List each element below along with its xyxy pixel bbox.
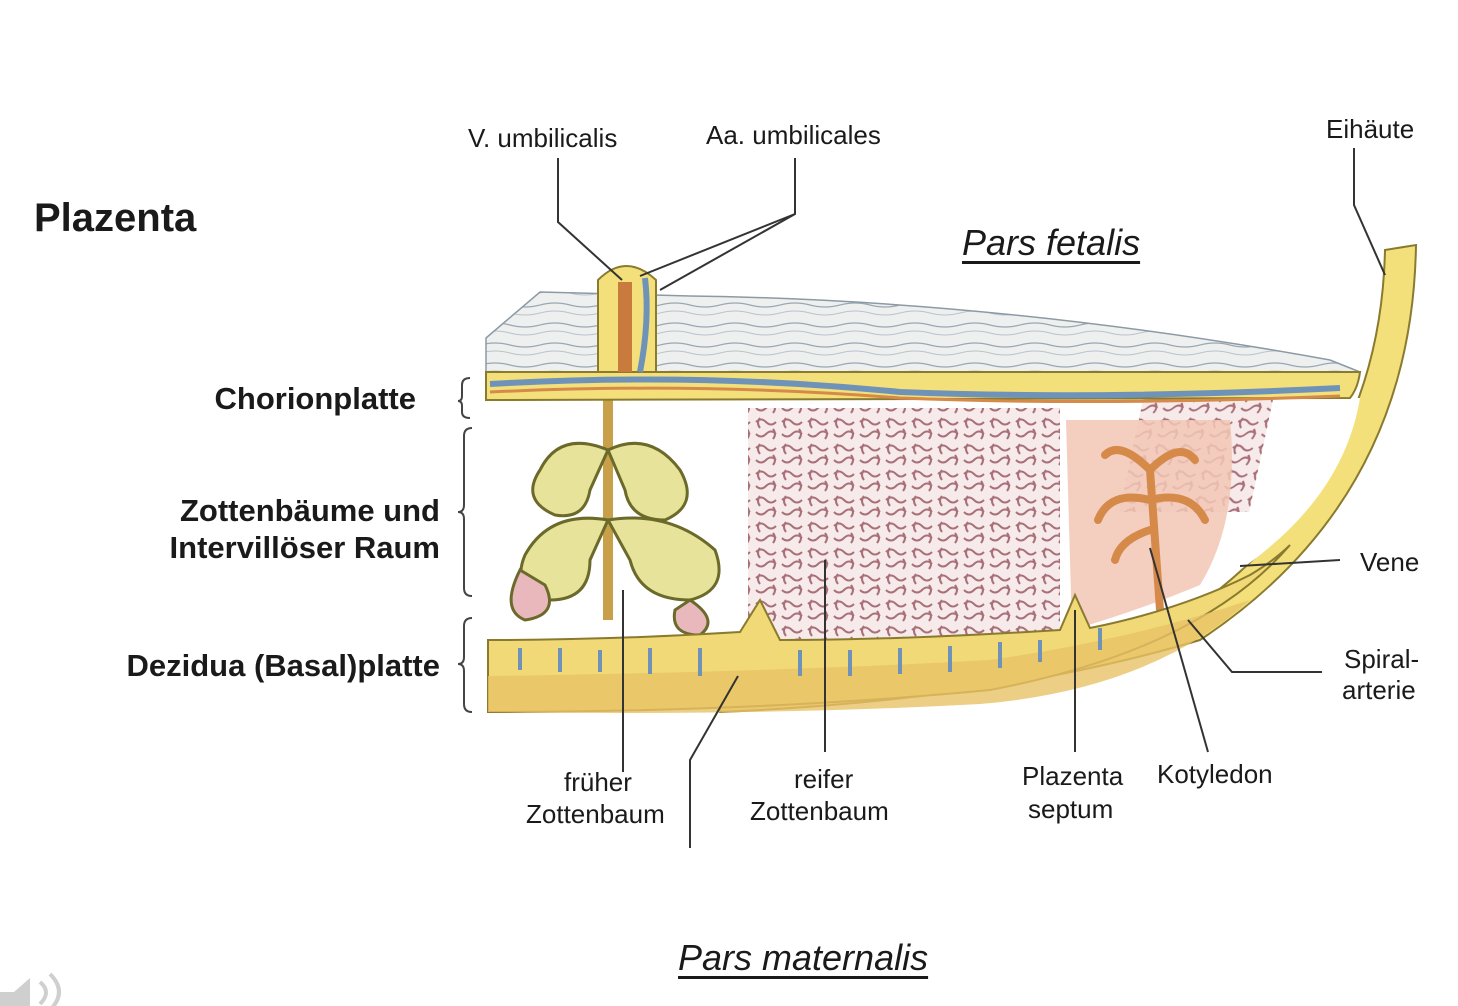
early-tree-label-line2: Zottenbaum	[526, 799, 665, 829]
mature-tree-label-line1: reifer	[794, 764, 854, 794]
early-tree-label-line1: früher	[564, 767, 632, 797]
vene-label: Vene	[1360, 547, 1420, 577]
vein-label: V. umbilicalis	[468, 123, 618, 153]
region-maternal-label: Pars maternalis	[678, 937, 929, 978]
brace-villi	[457, 427, 473, 597]
mature-tree-label-line2: Zottenbaum	[750, 796, 889, 826]
cotyledon-label: Kotyledon	[1157, 759, 1273, 789]
mature-villi-block	[748, 408, 1060, 644]
chorion-membrane-surface	[485, 291, 1361, 373]
chorion-vessel-orange	[489, 386, 1341, 404]
page-title: Plazenta	[34, 196, 197, 240]
brace-decidua	[457, 617, 473, 713]
arteries-label: Aa. umbilicales	[706, 120, 881, 150]
cotyledon-area	[1066, 420, 1232, 630]
membranes-label: Eihäute	[1326, 114, 1415, 144]
decidua-label: Dezidua (Basal)platte	[126, 648, 440, 683]
villi-label-line2: Intervillöser Raum	[169, 530, 440, 565]
side-braces	[457, 377, 473, 713]
spiral-label-line2: arterie	[1342, 675, 1416, 705]
region-fetal-label: Pars fetalis	[962, 222, 1141, 263]
chorion-label: Chorionplatte	[214, 381, 417, 416]
speaker-icon	[0, 972, 61, 1006]
villi-label-line1: Zottenbäume und	[179, 493, 440, 528]
brace-chorion	[457, 377, 471, 419]
septum-label-line1: Plazenta	[1022, 761, 1124, 791]
decidua-lower-band	[488, 600, 1250, 713]
chorion-vessel	[489, 376, 1341, 399]
cotyledon-tree	[1094, 446, 1209, 614]
septum-label-line2: septum	[1028, 794, 1114, 824]
leader-lines	[557, 148, 1386, 848]
spiral-label-line1: Spiral-	[1344, 644, 1420, 674]
umbilical-artery	[637, 277, 650, 373]
decidua-vessels	[518, 628, 1102, 676]
early-villus-tree	[509, 400, 721, 637]
